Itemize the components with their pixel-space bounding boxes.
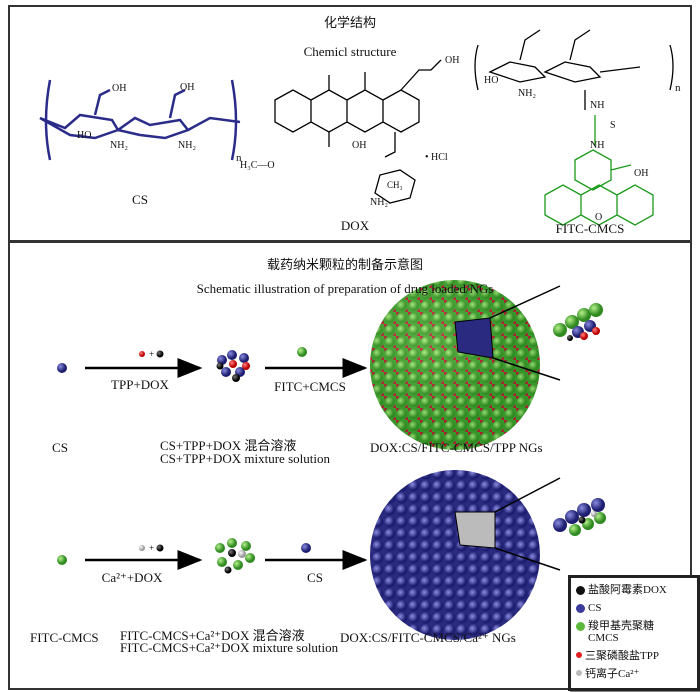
fitc-cmcs-label: FITC-CMCS (555, 221, 625, 236)
dox-structure (274, 59, 442, 204)
dox-oh: OH (352, 140, 367, 151)
dox-label: DOX (340, 218, 370, 233)
legend-label: 羧甲基壳聚糖CMCS (588, 620, 654, 644)
dox-h3c: H₃C—O (240, 160, 275, 171)
title-cn: 化学结构 (323, 15, 377, 30)
fitc-cmcs-structure (474, 29, 674, 226)
fitc-o: O (595, 212, 603, 223)
cs-nh2: NH₂ (178, 140, 196, 151)
schematic-title-cn: 载药纳米颗粒的制备示意图 (266, 257, 424, 272)
cmcs-ca-dox-cluster (215, 538, 255, 574)
gray-dot-icon (576, 670, 582, 676)
fitc-cmcs-particle (57, 555, 67, 565)
cs-n: n (236, 152, 242, 164)
step-label: FITC+CMCS (274, 379, 346, 394)
legend-item-cmcs: 羧甲基壳聚糖CMCS (576, 620, 697, 644)
cs-ho: HO (77, 130, 92, 141)
cs-oh: OH (180, 82, 195, 93)
legend-item-cs: CS (576, 602, 697, 614)
start-label: CS (52, 440, 68, 455)
fitc-ho: HO (484, 75, 499, 86)
fitc-nh: NH (590, 100, 605, 111)
legend-item-ca: 钙离子Ca²⁺ (576, 668, 697, 680)
cs-label: CS (132, 192, 148, 207)
dox-nh2: NH₂ (370, 197, 388, 208)
mixture-label-cn: FITC-CMCS+Ca²⁺DOX 混合溶液 (120, 628, 305, 643)
fitc-s: S (610, 120, 616, 131)
dox-hcl: • HCl (425, 152, 448, 163)
product-label: DOX:CS/FITC-CMCS/Ca²⁺ NGs (340, 630, 516, 645)
legend-label: 三聚磷酸盐TPP (585, 650, 659, 662)
fitc-oh: OH (634, 168, 649, 179)
mixture-label-en: FITC-CMCS+Ca²⁺DOX mixture solution (120, 640, 339, 655)
svg-text:+: + (149, 543, 154, 553)
cs-nh2: NH₂ (110, 140, 128, 151)
dox-oh: OH (445, 55, 460, 66)
cs-tpp-dox-cluster (216, 350, 250, 382)
title-en: Chemicl structure (303, 44, 397, 59)
black-dot-icon (576, 586, 585, 595)
schematic-panel (8, 241, 692, 690)
svg-text:+: + (149, 349, 154, 359)
legend-item-dox: 盐酸阿霉素DOX (576, 584, 697, 596)
step-label: TPP+DOX (111, 377, 169, 392)
cs-structure (39, 79, 241, 161)
step-label: CS (307, 570, 323, 585)
fitc-nh: NH (590, 140, 605, 151)
green-dot-icon (576, 622, 585, 631)
ca-nanogel-sphere (370, 470, 540, 640)
legend-label: 盐酸阿霉素DOX (588, 584, 667, 596)
blue-dot-icon (576, 604, 585, 613)
legend-label: 钙离子Ca²⁺ (585, 668, 640, 680)
zoom-cluster-2 (553, 498, 606, 536)
cs-particle (57, 363, 67, 373)
step-label: Ca²⁺+DOX (101, 570, 163, 585)
mixture-label-en: CS+TPP+DOX mixture solution (160, 451, 330, 466)
fitc-n: n (675, 82, 681, 94)
zoom-cluster-1 (553, 303, 603, 341)
fitc-nh2: NH₂ (518, 88, 536, 99)
dox-ch3: CH₃ (387, 180, 403, 190)
red-dot-icon (576, 652, 582, 658)
legend-item-tpp: 三聚磷酸盐TPP (576, 650, 697, 662)
legend-label: CS (588, 602, 602, 614)
legend: 盐酸阿霉素DOX CS 羧甲基壳聚糖CMCS 三聚磷酸盐TPP 钙离子Ca²⁺ (568, 575, 700, 691)
product-label: DOX:CS/FITC-CMCS/TPP NGs (370, 440, 543, 455)
mixture-label-cn: CS+TPP+DOX 混合溶液 (160, 438, 297, 453)
start-label: FITC-CMCS (30, 630, 99, 645)
schematic-title-en: Schematic illustration of preparation of… (196, 281, 494, 296)
cs-oh: OH (112, 83, 127, 94)
